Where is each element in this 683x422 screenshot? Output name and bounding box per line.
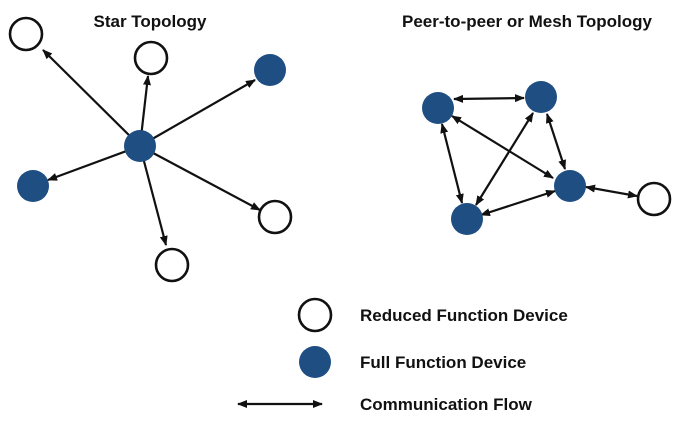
legend-full-label: Full Function Device bbox=[360, 353, 526, 372]
mesh-link-a-d bbox=[440, 123, 464, 204]
star-link-top-right bbox=[139, 79, 256, 147]
mesh-links bbox=[440, 94, 638, 217]
mesh-link-d-c bbox=[480, 189, 556, 217]
star-reduced-device-top bbox=[133, 40, 169, 76]
mesh-link-b-c bbox=[545, 113, 567, 170]
mesh-link-c-e bbox=[585, 184, 638, 199]
star-link-left bbox=[47, 144, 141, 182]
star-reduced-device-right bbox=[257, 199, 293, 235]
mesh-full-device-a bbox=[422, 92, 454, 124]
legend: Reduced Function Device Full Function De… bbox=[237, 297, 568, 414]
star-topology-title: Star Topology bbox=[93, 12, 207, 31]
legend-reduced-label: Reduced Function Device bbox=[360, 306, 568, 325]
mesh-link-a-b bbox=[453, 94, 525, 103]
mesh-nodes bbox=[422, 81, 672, 235]
star-reduced-device-top-left bbox=[8, 16, 44, 52]
mesh-topology-title: Peer-to-peer or Mesh Topology bbox=[402, 12, 653, 31]
star-nodes bbox=[8, 16, 293, 283]
legend-full-device-icon bbox=[299, 346, 331, 378]
star-reduced-device-bottom bbox=[154, 247, 190, 283]
star-full-device-left bbox=[17, 170, 49, 202]
mesh-link-b-d bbox=[475, 112, 534, 206]
star-full-device-center bbox=[124, 130, 156, 162]
mesh-full-device-b bbox=[525, 81, 557, 113]
mesh-link-a-c bbox=[451, 115, 554, 179]
legend-flow-label: Communication Flow bbox=[360, 395, 533, 414]
legend-reduced-device-icon bbox=[297, 297, 333, 333]
star-link-top-left bbox=[42, 49, 141, 147]
star-full-device-top-right bbox=[254, 54, 286, 86]
mesh-reduced-device-e bbox=[636, 181, 672, 217]
mesh-full-device-d bbox=[451, 203, 483, 235]
star-link-bottom-right bbox=[139, 145, 261, 211]
mesh-full-device-c bbox=[554, 170, 586, 202]
